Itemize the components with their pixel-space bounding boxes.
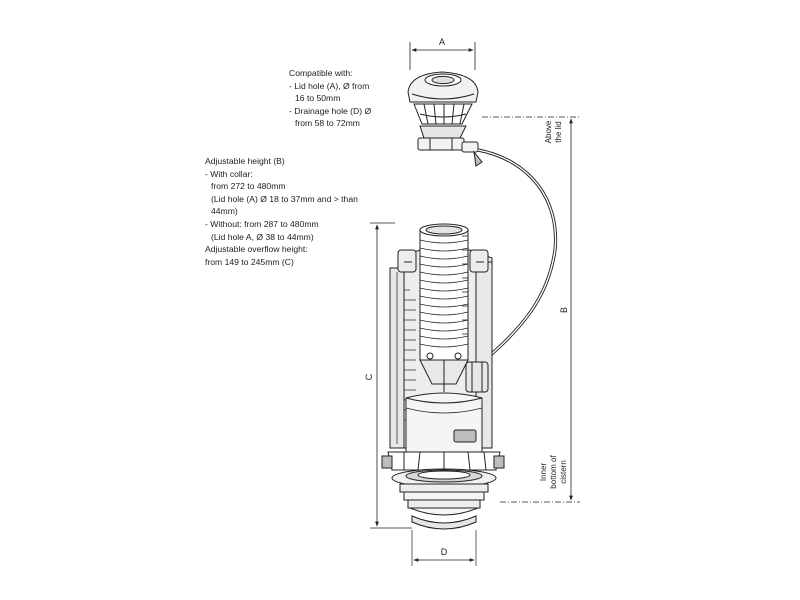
dimension-d-label: D	[441, 547, 448, 557]
adjustable-height-note: Adjustable height (B) - With collar: fro…	[205, 155, 358, 268]
dimension-a-label: A	[439, 37, 445, 47]
inner-bottom-line-1: Inner	[539, 463, 548, 482]
inner-bottom-line-2: bottom of	[549, 455, 558, 489]
adjustable-title: Adjustable height (B)	[205, 156, 285, 166]
above-lid-line-1: Above	[544, 120, 553, 143]
adjustable-line: 44mm)	[211, 206, 238, 217]
adjustable-line: Adjustable overflow height:	[205, 244, 308, 255]
dimension-d: D	[411, 530, 477, 566]
above-lid-line-2: the lid	[554, 121, 563, 142]
adjustable-line: from 272 to 480mm	[211, 181, 286, 192]
compatibility-title: Compatible with:	[289, 68, 353, 78]
dimension-c: C	[364, 222, 412, 529]
compatibility-line: 16 to 50mm	[295, 93, 341, 104]
compatibility-line: - Drainage hole (D) Ø	[289, 105, 372, 116]
adjustable-line: (Lid hole (A) Ø 18 to 37mm and > than	[211, 193, 358, 204]
adjustable-line: (Lid hole A, Ø 38 to 44mm)	[211, 231, 314, 242]
compatibility-line: - Lid hole (A), Ø from	[289, 80, 370, 91]
dimension-c-label: C	[364, 373, 374, 380]
above-lid-label: Above the lid	[544, 120, 563, 143]
adjustable-line: - Without: from 287 to 480mm	[205, 218, 319, 229]
inner-bottom-line-3: cistern	[559, 460, 568, 484]
compatibility-line: from 58 to 72mm	[295, 118, 360, 129]
dimension-b-label: B	[559, 307, 569, 313]
dimension-b: B	[482, 116, 580, 503]
push-button	[407, 71, 483, 167]
adjustable-line: - With collar:	[205, 168, 253, 179]
dimension-a: A	[409, 37, 476, 70]
adjustable-line: from 149 to 245mm (C)	[205, 256, 294, 267]
valve-body	[381, 223, 505, 530]
inner-bottom-label: Inner bottom of cistern	[539, 455, 568, 489]
compatibility-note: Compatible with: - Lid hole (A), Ø from …	[289, 67, 371, 130]
